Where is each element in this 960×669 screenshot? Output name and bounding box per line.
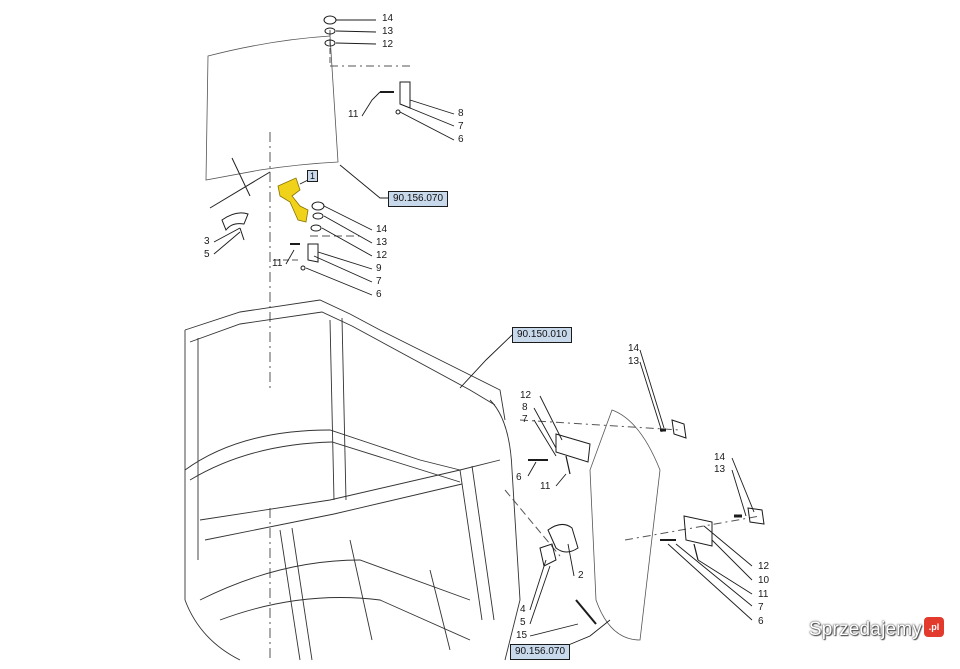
callout-label: 14 — [382, 13, 394, 24]
callout-label: 6 — [376, 289, 382, 300]
callout-label: 12 — [382, 39, 394, 50]
callout-label: 11 — [540, 481, 551, 492]
callout-label: 8 — [522, 402, 528, 413]
watermark-text: Sprzedajemy — [809, 619, 942, 641]
callout-label: 2 — [578, 570, 584, 581]
callout-label: 13 — [382, 26, 394, 37]
callout-label: 7 — [522, 414, 528, 425]
callout-label: 7 — [376, 276, 382, 287]
watermark-logo: .pl — [924, 617, 944, 637]
callout-label: 5 — [520, 617, 526, 628]
callout-label: 13 — [628, 356, 640, 367]
reference-box-90-156-070-bottom[interactable]: 90.156.070 — [510, 644, 571, 660]
callout-label: 13 — [376, 237, 388, 248]
callout-label: 7 — [458, 121, 464, 132]
callout-label: 12 — [758, 561, 770, 572]
callout-label: 14 — [714, 452, 726, 463]
callout-label: 6 — [458, 134, 464, 145]
reference-box-90-150-010[interactable]: 90.150.010 — [512, 327, 573, 343]
callout-label: 14 — [628, 343, 640, 354]
callout-label: 11 — [758, 589, 769, 600]
callout-label: 15 — [516, 630, 528, 641]
callout-label: 14 — [376, 224, 388, 235]
callout-label: 9 — [376, 263, 382, 274]
upper-glass-panel — [205, 35, 339, 181]
cab-frame — [184, 299, 521, 661]
callout-label: 7 — [758, 602, 764, 613]
callout-label: 6 — [516, 472, 522, 483]
callout-label: 10 — [758, 575, 770, 586]
callout-label: 11 — [348, 109, 359, 120]
watermark-brand: Sprzedajemy — [808, 619, 922, 640]
reference-box-90-156-070-top[interactable]: 90.156.070 — [388, 191, 449, 207]
callout-label: 12 — [520, 390, 532, 401]
callout-label: 8 — [458, 108, 464, 119]
side-glass-panel — [589, 409, 661, 641]
callout-label: 13 — [714, 464, 726, 475]
callout-label: 6 — [758, 616, 764, 627]
callout-label: 5 — [204, 249, 210, 260]
callout-label: 4 — [520, 604, 526, 615]
callout-label: 12 — [376, 250, 388, 261]
highlighted-bracket — [277, 177, 309, 223]
callout-label: 11 — [272, 258, 283, 269]
key-part-label: 1 — [307, 170, 319, 182]
callout-label: 3 — [204, 236, 210, 247]
